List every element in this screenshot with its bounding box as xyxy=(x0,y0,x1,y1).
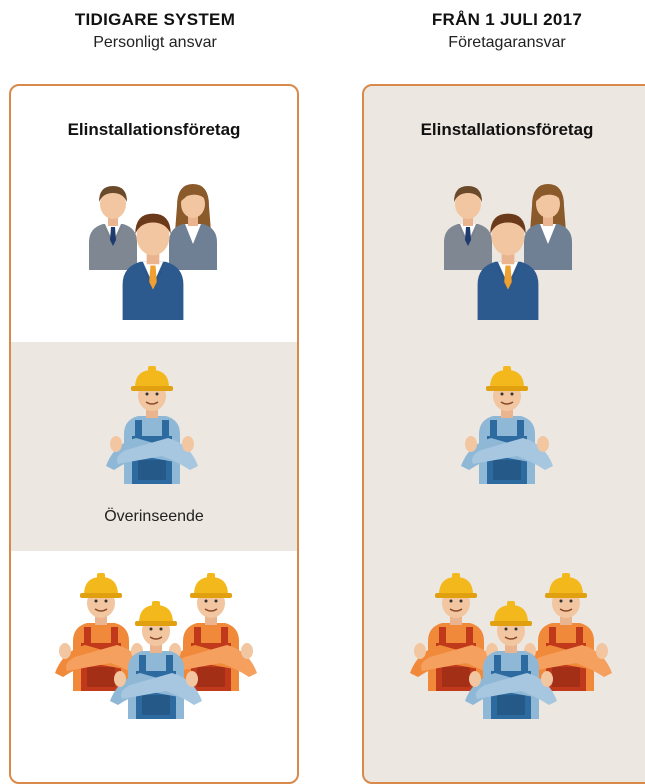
column-subtitle-left: Personligt ansvar xyxy=(93,34,217,51)
workers-group-icon xyxy=(51,571,261,771)
panel-previous-system: Elinstallationsföretag Överinseende xyxy=(9,84,299,784)
column-title-right: FRÅN 1 JULI 2017 xyxy=(431,10,583,29)
business-people-group-icon xyxy=(438,180,578,320)
worker-arms-crossed-icon xyxy=(102,364,202,484)
column-header-left: TIDIGARE SYSTEM Personligt ansvar xyxy=(10,8,300,54)
column-header-right: FRÅN 1 JULI 2017 Företagaransvar xyxy=(362,8,645,54)
workers-group-icon xyxy=(406,571,616,771)
column-subtitle-right: Företagaransvar xyxy=(448,34,566,51)
business-people-group-icon xyxy=(83,180,223,320)
column-title-left: TIDIGARE SYSTEM xyxy=(74,10,236,29)
panel-title-right: Elinstallationsföretag xyxy=(420,120,594,139)
supervision-label: Överinseende xyxy=(104,508,204,525)
panel-title-left: Elinstallationsföretag xyxy=(67,120,241,139)
worker-arms-crossed-icon xyxy=(457,364,557,484)
panel-new-system: Elinstallationsföretag xyxy=(362,84,645,784)
supervision-band: Överinseende xyxy=(11,342,297,551)
